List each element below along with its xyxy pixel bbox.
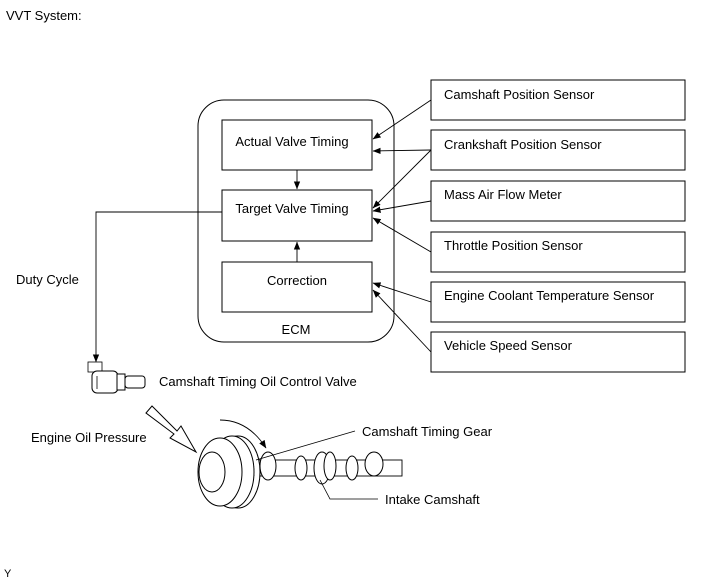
camshaft-assembly-icon (197, 435, 403, 509)
intake-camshaft-label: Intake Camshaft (385, 492, 480, 507)
corner-code: Y (4, 568, 12, 580)
cam-lobe (345, 455, 359, 481)
sensor-label: Throttle Position Sensor (444, 238, 583, 253)
arrow-throttle-to-target (372, 217, 432, 253)
intake-camshaft-leader-line (319, 479, 378, 500)
duty-cycle-output-line (92, 211, 222, 363)
duty-cycle-label: Duty Cycle (16, 272, 79, 287)
ocv-label: Camshaft Timing Oil Control Valve (159, 374, 357, 389)
target-valve-timing-label: Target Valve Timing (235, 201, 348, 216)
arrow-maf-to-target (372, 200, 432, 213)
ecm-label: ECM (282, 322, 311, 337)
arrow-speed-to-correction (372, 289, 432, 353)
actual-valve-timing-label: Actual Valve Timing (235, 134, 348, 149)
sensor-box-engine-coolant-temperature: Engine Coolant Temperature Sensor (430, 281, 686, 323)
sensor-label: Engine Coolant Temperature Sensor (444, 288, 655, 303)
cam-lobe (323, 451, 337, 481)
sensor-label: Crankshaft Position Sensor (444, 137, 602, 152)
correction-block: Correction (221, 261, 373, 313)
oil-control-valve-icon (87, 361, 146, 394)
arrow-coolant-to-correction (372, 282, 432, 303)
cam-journal (364, 451, 384, 477)
target-valve-timing-block: Target Valve Timing (221, 189, 373, 242)
arrow-crankshaft-to-actual (372, 147, 432, 155)
arrow-crankshaft-to-target (372, 149, 432, 209)
arrow-camshaft-to-actual (372, 99, 432, 140)
sensor-box-throttle-position: Throttle Position Sensor (430, 231, 686, 273)
diagram-title: VVT System: (6, 8, 82, 23)
sensor-box-mass-air-flow: Mass Air Flow Meter (430, 180, 686, 222)
sensor-box-vehicle-speed: Vehicle Speed Sensor (430, 331, 686, 373)
actual-valve-timing-block: Actual Valve Timing (221, 119, 373, 171)
sensor-label: Camshaft Position Sensor (444, 87, 595, 102)
timing-gear-hub (198, 451, 226, 493)
cam-lobe (294, 455, 308, 481)
sensor-box-camshaft-position: Camshaft Position Sensor (430, 79, 686, 121)
sensor-label: Mass Air Flow Meter (444, 187, 562, 202)
oil-pressure-arrow-icon (145, 405, 198, 454)
sensor-label: Vehicle Speed Sensor (444, 338, 573, 353)
oil-pressure-label: Engine Oil Pressure (31, 430, 147, 445)
correction-label: Correction (267, 273, 327, 288)
timing-gear-leader-line (255, 430, 356, 461)
sensor-box-crankshaft-position: Crankshaft Position Sensor (430, 129, 686, 171)
rotation-arrow-icon (219, 419, 267, 449)
timing-gear-label: Camshaft Timing Gear (362, 424, 493, 439)
